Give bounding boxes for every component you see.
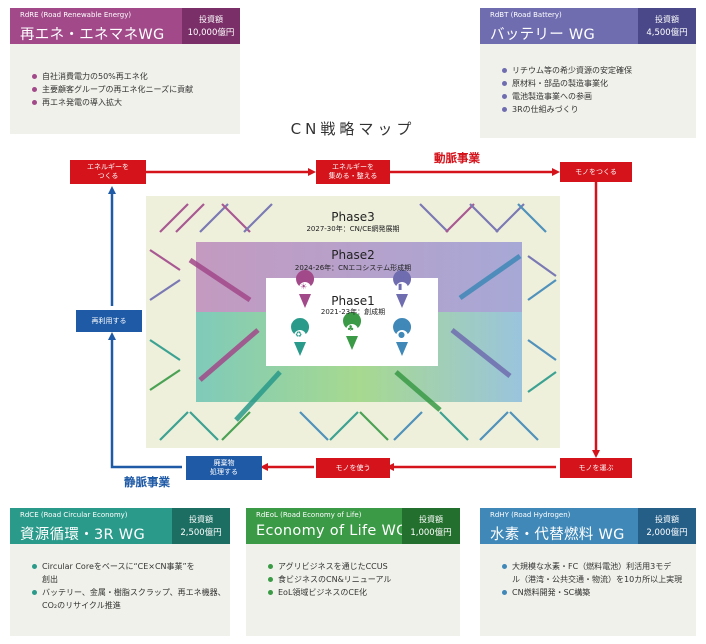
phase3-period: 2027-30年：CN/CE網発展期 [306, 225, 400, 233]
flow-mono-make: モノをつくる [560, 162, 632, 182]
pin-rdeol [343, 312, 362, 350]
flow-energy-make: エネルギーを つくる [70, 160, 146, 184]
pin-rdhy [393, 318, 412, 356]
card-rdce-investment: 投資額 2,500億円 [172, 508, 230, 544]
list-item: アグリビジネスを通じたCCUS [268, 560, 391, 573]
card-rdhy-sub: RdHY (Road Hydrogen) [490, 511, 571, 519]
card-rdhy-header: RdHY (Road Hydrogen) 水素・代替燃料 WG 投資額 2,00… [480, 508, 696, 544]
card-rdhy-title: 水素・代替燃料 WG [490, 527, 625, 543]
flow-reuse: 再利用する [76, 310, 142, 332]
card-rdeol-investment: 投資額 1,000億円 [402, 508, 460, 544]
list-item: バッテリー、金属・樹脂スクラップ、再エネ機器、 [32, 586, 226, 599]
pin-rdce [291, 318, 310, 356]
inv-amount: 2,500億円 [180, 528, 222, 538]
list-item-cont: ル（港湾・公共交通・物流）を10カ所以上実現 [512, 575, 683, 584]
list-item: 自社消費電力の50%再エネ化 [32, 70, 193, 83]
card-rdeol-header: RdEoL (Road Economy of Life) Economy of … [246, 508, 460, 544]
card-rdre-sub: RdRE (Road Renewable Energy) [20, 11, 132, 19]
phase3-name: Phase3 [331, 210, 375, 224]
card-rdce: RdCE (Road Circular Economy) 資源循環・3R WG … [10, 508, 230, 636]
list-item: Circular Coreをベースに“CE×CN事業”を [32, 560, 226, 573]
pin-label-rdhy: RdHY [394, 323, 405, 328]
battery-icon: ▮ [398, 282, 403, 291]
pin-rdre [296, 270, 315, 308]
card-rdeol-title: Economy of Life WG [256, 523, 408, 539]
droplet-icon: ● [398, 330, 405, 339]
list-item: 食ビジネスのCN&リニューアル [268, 573, 391, 586]
flow-waste: 廃棄物 処理する [186, 456, 262, 480]
card-rdhy-investment: 投資額 2,000億円 [638, 508, 696, 544]
inv-amount: 10,000億円 [187, 28, 235, 38]
card-rdce-sub: RdCE (Road Circular Economy) [20, 511, 128, 519]
flow-lines [108, 168, 600, 471]
card-rdeol-sub: RdEoL (Road Economy of Life) [256, 511, 362, 519]
card-rdbt-investment: 投資額 4,500億円 [638, 8, 696, 44]
flow-mono-carry: モノを運ぶ [560, 458, 632, 478]
list-item: 主要顧客グループの再エネ化ニーズに貢献 [32, 83, 193, 96]
list-item: 再エネ発電の導入拡大 [32, 96, 193, 109]
map-title: CN戦略マップ [290, 120, 416, 138]
sun-icon: ☀ [300, 282, 308, 291]
recycle-icon: ♻ [295, 330, 303, 339]
inv-amount: 1,000億円 [410, 528, 452, 538]
inv-label: 投資額 [655, 515, 679, 524]
card-rdhy: RdHY (Road Hydrogen) 水素・代替燃料 WG 投資額 2,00… [480, 508, 696, 636]
venous-label: 静脈事業 [124, 475, 170, 489]
inv-label: 投資額 [419, 515, 443, 524]
card-rdce-title: 資源循環・3R WG [20, 527, 145, 543]
pin-label-rdbt: RdBT [394, 275, 405, 280]
inv-label: 投資額 [199, 15, 223, 24]
list-item: 電池製造事業への参画 [502, 90, 632, 103]
leaf-icon: ♣ [347, 324, 355, 333]
card-rdeol: RdEoL (Road Economy of Life) Economy of … [246, 508, 460, 636]
list-item: 原材料・部品の製造事業化 [502, 77, 632, 90]
list-item: CN燃料開発・SC構築 [502, 586, 682, 599]
card-rdre: RdRE (Road Renewable Energy) 再エネ・エネマネWG … [10, 8, 240, 134]
card-rdce-list: Circular Coreをベースに“CE×CN事業”を 創出 バッテリー、金属… [32, 560, 226, 612]
pin-label-rdce: RdCE [291, 323, 302, 328]
pin-label-rdre: RdRE [296, 275, 307, 280]
inv-label: 投資額 [189, 515, 213, 524]
card-rdce-header: RdCE (Road Circular Economy) 資源循環・3R WG … [10, 508, 230, 544]
phase2-period: 2024-26年：CNエコシステム形成期 [294, 264, 412, 272]
phase2-arrows [188, 253, 522, 422]
phase3-arrows [149, 203, 557, 441]
phase1-name: Phase1 [331, 294, 375, 308]
pin-label-rdeol: RdEoL [343, 317, 356, 322]
pin-rdbt [393, 270, 412, 308]
card-rdre-list: 自社消費電力の50%再エネ化 主要顧客グループの再エネ化ニーズに貢献 再エネ発電… [32, 70, 193, 109]
flow-energy-collect: エネルギーを 集める・整える [316, 160, 390, 184]
list-item: EoL領域ビジネスのCE化 [268, 586, 391, 599]
card-rdhy-list: 大規模な水素・FC（燃料電池）利活用3モデ ル（港湾・公共交通・物流）を10カ所… [502, 560, 682, 599]
card-rdre-investment: 投資額 10,000億円 [182, 8, 240, 44]
list-item-cont: CO₂のリサイクル推進 [42, 601, 121, 610]
phase1-period: 2021-23年：創成期 [320, 308, 386, 316]
list-item: リチウム等の希少資源の安定確保 [502, 64, 632, 77]
list-item: 3Rの仕組みづくり [502, 103, 632, 116]
arterial-label: 動脈事業 [434, 151, 480, 165]
card-rdbt-list: リチウム等の希少資源の安定確保 原材料・部品の製造事業化 電池製造事業への参画 … [502, 64, 632, 116]
inv-label: 投資額 [655, 15, 679, 24]
list-item: 大規模な水素・FC（燃料電池）利活用3モデ [502, 560, 682, 573]
card-rdbt-sub: RdBT (Road Battery) [490, 11, 562, 19]
inv-amount: 4,500億円 [646, 28, 688, 38]
flow-mono-use: モノを使う [316, 458, 390, 478]
card-rdbt: RdBT (Road Battery) バッテリー WG 投資額 4,500億円… [480, 8, 696, 138]
card-rdeol-list: アグリビジネスを通じたCCUS 食ビジネスのCN&リニューアル EoL領域ビジネ… [268, 560, 391, 599]
phase2-name: Phase2 [331, 248, 375, 262]
inv-amount: 2,000億円 [646, 528, 688, 538]
list-item-cont: 創出 [42, 575, 58, 584]
card-rdre-header: RdRE (Road Renewable Energy) 再エネ・エネマネWG … [10, 8, 240, 44]
card-rdre-title: 再エネ・エネマネWG [20, 27, 165, 43]
card-rdbt-title: バッテリー WG [490, 27, 596, 43]
card-rdbt-header: RdBT (Road Battery) バッテリー WG 投資額 4,500億円 [480, 8, 696, 44]
